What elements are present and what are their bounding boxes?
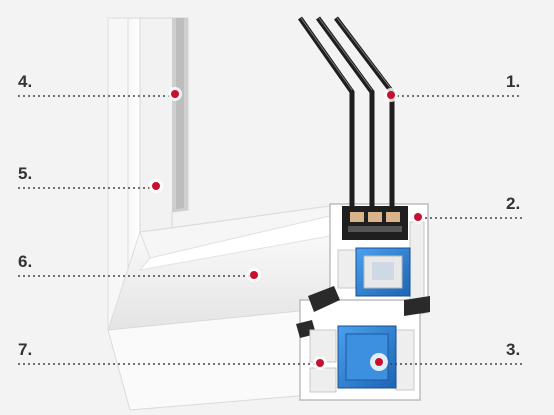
callout-label-6: 6.: [18, 252, 33, 271]
triple-glazing: [297, 16, 395, 206]
callout-label-4: 4.: [18, 72, 33, 91]
marker-5: [149, 179, 163, 193]
frame-reinforcement: [337, 325, 397, 389]
sash-vertical: [139, 17, 189, 233]
glazing-unit-base: [342, 206, 408, 240]
marker-7: [313, 356, 327, 370]
marker-2: [411, 210, 425, 224]
bottom-frame: [107, 205, 331, 411]
callout-label-1: 1.: [506, 72, 521, 91]
marker-3: [370, 353, 388, 371]
marker-4: [168, 87, 182, 101]
markers: [149, 87, 425, 371]
leader-lines: [18, 95, 522, 365]
callout-label-2: 2.: [506, 194, 521, 213]
callout-label-3: 3.: [506, 340, 521, 359]
marker-6: [247, 268, 261, 282]
callout-label-5: 5.: [18, 164, 33, 183]
sash-reinforcement: [355, 247, 411, 297]
callout-label-7: 7.: [18, 340, 33, 359]
profile-cross-section: [296, 203, 430, 401]
marker-1: [384, 88, 398, 102]
